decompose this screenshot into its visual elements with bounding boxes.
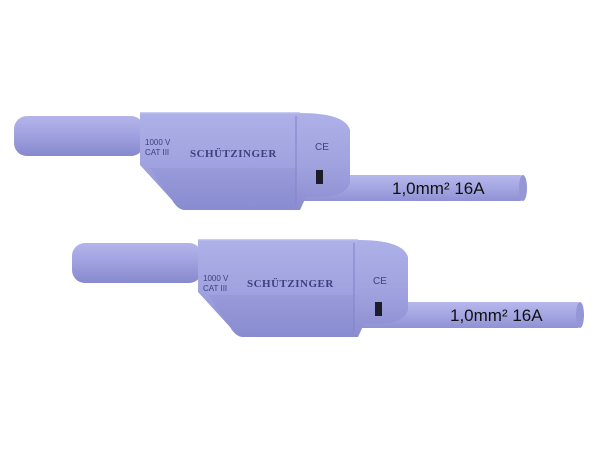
banana-plug-2: 1,0mm² 16A 1000 V CAT III SCHÜTZINGER CE bbox=[72, 239, 584, 337]
banana-plug-1: 1,0mm² 16A 1000 V CAT III SCHÜTZINGER CE bbox=[14, 112, 527, 210]
inspection-window-1 bbox=[316, 170, 323, 184]
cable-label-2: 1,0mm² 16A bbox=[450, 306, 543, 325]
category-rating-2: CAT III bbox=[203, 284, 227, 293]
plug-pin-2 bbox=[72, 243, 202, 283]
ce-mark-2: CE bbox=[373, 276, 387, 287]
inspection-window-2 bbox=[375, 302, 382, 316]
plug-body-1: 1000 V CAT III SCHÜTZINGER CE bbox=[140, 112, 350, 210]
plug-body-2: 1000 V CAT III SCHÜTZINGER CE bbox=[198, 239, 408, 337]
cable-2: 1,0mm² 16A bbox=[357, 302, 584, 328]
ce-mark-1: CE bbox=[315, 142, 329, 153]
brand-logo-1: SCHÜTZINGER bbox=[190, 147, 277, 160]
cable-1: 1,0mm² 16A bbox=[300, 175, 527, 201]
voltage-rating-2: 1000 V bbox=[203, 274, 229, 283]
voltage-rating-1: 1000 V bbox=[145, 138, 171, 147]
plug-pin-1 bbox=[14, 116, 144, 156]
category-rating-1: CAT III bbox=[145, 148, 169, 157]
cable-label-1: 1,0mm² 16A bbox=[392, 179, 485, 198]
brand-logo-2: SCHÜTZINGER bbox=[247, 277, 334, 290]
